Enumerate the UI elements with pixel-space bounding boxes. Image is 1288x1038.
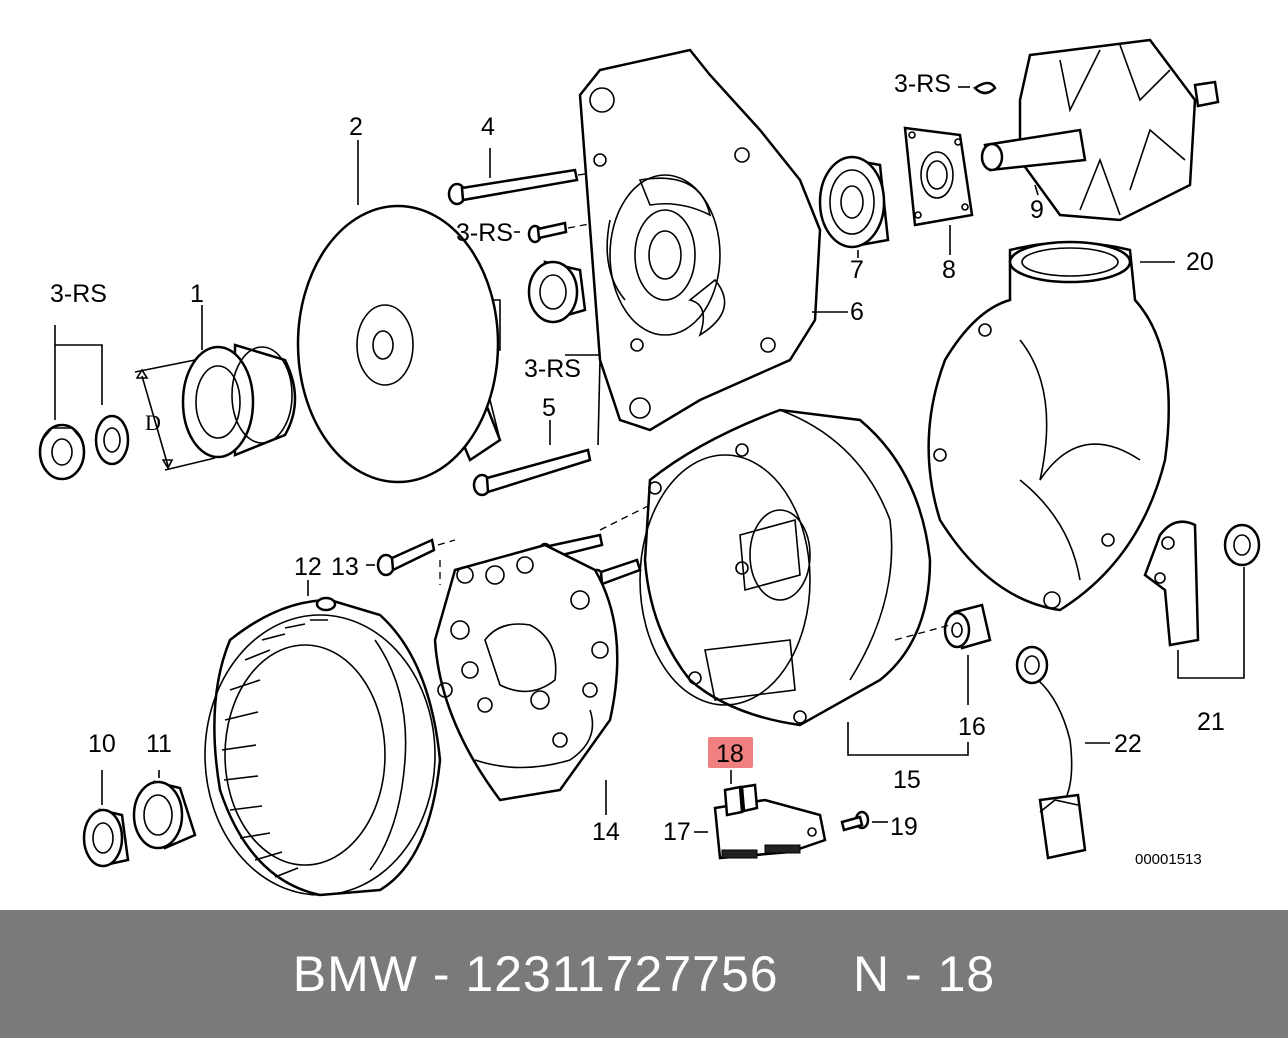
part-2-fan[interactable]	[296, 204, 502, 484]
part-11-ring[interactable]	[132, 780, 197, 850]
part-number-caption: BMW - 12311727756 N - 18	[292, 946, 996, 1002]
part-7-bearing[interactable]	[818, 155, 890, 249]
axis-line-d	[894, 624, 951, 641]
part-21-nut[interactable]	[1223, 523, 1261, 567]
part-19-screw[interactable]	[840, 810, 870, 832]
callout-1: 1	[190, 280, 204, 308]
part-14-rectifier[interactable]	[433, 543, 619, 802]
leader-3rs-nut	[54, 325, 103, 405]
part-9-rotor[interactable]	[980, 38, 1220, 222]
axis-line-e	[437, 539, 456, 546]
part-13-bolt[interactable]	[376, 538, 436, 577]
part-3rs-bushing[interactable]	[527, 260, 587, 324]
part-17-regulator[interactable]	[713, 783, 827, 860]
part-22-cable[interactable]	[1015, 645, 1087, 860]
part-4-bolt[interactable]	[447, 168, 579, 206]
callout-6: 6	[850, 298, 864, 326]
callout-5: 5	[542, 394, 556, 422]
dimension-d-label: D	[145, 410, 161, 435]
callout-12: 12	[294, 553, 322, 581]
part-lock-washer[interactable]	[94, 414, 130, 466]
part-5-bolt[interactable]	[472, 448, 592, 497]
part-8-cover-plate[interactable]	[903, 126, 974, 227]
part-20-rear-cover[interactable]	[927, 240, 1170, 612]
callout-13: 13	[331, 553, 359, 581]
alternator-exploded-diagram: 1 2 4 5 6 7 8 9 10 11 12 13 14 15 16 17 …	[38, 38, 1261, 897]
part-16-sleeve[interactable]	[943, 603, 992, 650]
callout-18-highlighted[interactable]: 18	[716, 740, 744, 768]
callout-4: 4	[481, 113, 495, 141]
part-21-bracket[interactable]	[1143, 520, 1200, 647]
callout-20: 20	[1186, 248, 1214, 276]
document-number: 00001513	[1135, 851, 1202, 868]
callout-15: 15	[893, 766, 921, 794]
dimension-d	[134, 359, 216, 471]
part-3rs-key[interactable]	[973, 81, 997, 95]
part-3rs-screw[interactable]	[527, 221, 568, 244]
axis-line-c	[599, 504, 651, 531]
part-nut[interactable]	[38, 423, 86, 481]
callout-17: 17	[663, 818, 691, 846]
leader-15	[847, 722, 969, 756]
callout-3rs-screw: 3-RS	[456, 219, 513, 247]
callout-9: 9	[1030, 196, 1044, 224]
part-10-bearing[interactable]	[82, 808, 130, 868]
callout-11: 11	[146, 730, 172, 758]
footer-bar: BMW - 12311727756 N - 18	[0, 910, 1288, 1038]
callout-7: 7	[850, 256, 864, 284]
part-6-housing[interactable]	[578, 48, 822, 432]
leader-9	[1034, 184, 1039, 196]
part-15-housing[interactable]	[639, 408, 932, 727]
callout-19: 19	[890, 813, 918, 841]
part-12-stator[interactable]	[204, 596, 442, 897]
callout-16: 16	[958, 713, 986, 741]
callout-22: 22	[1114, 730, 1142, 758]
leader-21	[1177, 567, 1245, 679]
part-1-pulley-sleeve[interactable]	[181, 343, 297, 459]
callout-14: 14	[592, 818, 620, 846]
callout-3rs-key: 3-RS	[894, 70, 951, 98]
callout-10: 10	[88, 730, 116, 758]
callout-3rs-nut: 3-RS	[50, 280, 107, 308]
callout-8: 8	[942, 256, 956, 284]
callout-21: 21	[1197, 708, 1225, 736]
callout-3rs-bushing: 3-RS	[524, 355, 581, 383]
callout-2: 2	[349, 113, 363, 141]
highlight-box	[708, 737, 753, 768]
